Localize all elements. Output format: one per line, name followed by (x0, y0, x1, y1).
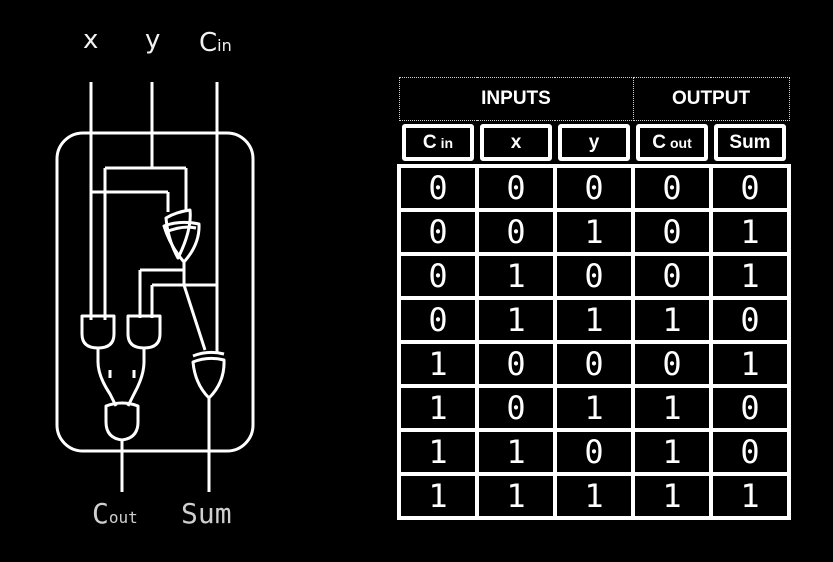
table-cell: 1 (475, 472, 557, 520)
table-cell: 1 (553, 208, 635, 256)
table-cell: 1 (709, 208, 791, 256)
header-x: x (480, 124, 552, 161)
table-cell: 0 (397, 296, 479, 344)
table-cell: 1 (475, 428, 557, 476)
table-cell: 0 (709, 428, 791, 476)
table-cell: 1 (475, 252, 557, 300)
output-label-cout: Cout (92, 497, 138, 530)
table-cell: 0 (631, 252, 713, 300)
table-cell: 0 (631, 164, 713, 212)
table-cell: 0 (475, 208, 557, 256)
table-cell: 0 (553, 252, 635, 300)
table-cell: 0 (397, 208, 479, 256)
output-label-sum: Sum (181, 497, 232, 530)
table-cell: 0 (475, 164, 557, 212)
table-cell: 0 (709, 164, 791, 212)
table-cell: 1 (709, 472, 791, 520)
table-cell: 1 (631, 472, 713, 520)
table-cell: 1 (631, 428, 713, 476)
and-gate-2 (126, 314, 162, 350)
table-cell: 0 (709, 296, 791, 344)
and-gate-1 (80, 314, 116, 350)
table-cell: 1 (631, 296, 713, 344)
table-cell: 0 (553, 340, 635, 388)
table-cell: 1 (709, 340, 791, 388)
header-y: y (558, 124, 630, 161)
table-cell: 1 (397, 384, 479, 432)
table-cell: 1 (553, 384, 635, 432)
xor-gate-2 (191, 356, 226, 400)
table-cell: 0 (475, 340, 557, 388)
table-cell: 1 (397, 472, 479, 520)
table-cell: 0 (397, 164, 479, 212)
or-gate (104, 401, 140, 442)
table-cell: 1 (475, 296, 557, 344)
table-cell: 1 (397, 340, 479, 388)
table-cell: 1 (553, 472, 635, 520)
table-cell: 0 (709, 384, 791, 432)
group-output: OUTPUT (632, 77, 790, 121)
input-label-x: x (83, 25, 99, 55)
table-cell: 0 (397, 252, 479, 300)
table-cell: 1 (553, 296, 635, 344)
group-inputs: INPUTS (398, 77, 634, 121)
table-cell: 1 (397, 428, 479, 476)
table-cell: 0 (631, 340, 713, 388)
circuit-body (55, 131, 255, 453)
table-cell: 0 (553, 164, 635, 212)
table-cell: 0 (553, 428, 635, 476)
table-cell: 1 (709, 252, 791, 300)
input-label-y: y (145, 25, 161, 55)
table-cell: 0 (631, 208, 713, 256)
input-label-cin: Cin (199, 28, 232, 58)
header-sum: Sum (714, 124, 786, 161)
table-cell: 0 (475, 384, 557, 432)
xor-gate-1 (164, 208, 192, 260)
table-cell: 1 (631, 384, 713, 432)
